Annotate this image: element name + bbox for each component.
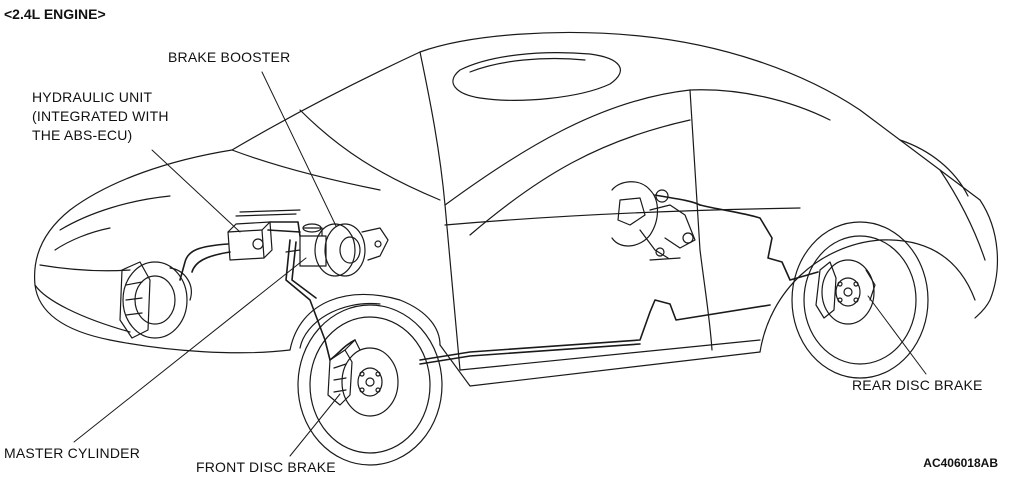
hydraulic-unit-label-line2: (INTEGRATED WITH xyxy=(32,108,169,124)
page-title: <2.4L ENGINE> xyxy=(4,6,106,22)
hydraulic-unit-drawing xyxy=(227,209,301,261)
master-cylinder-label: MASTER CYLINDER xyxy=(4,445,141,461)
front-wheel xyxy=(297,304,443,466)
leader-lines xyxy=(73,71,927,457)
brake-lines xyxy=(179,194,819,365)
rear-disc-brake-drawing xyxy=(815,259,876,325)
figure-id: AC406018AB xyxy=(923,456,998,470)
master-cylinder-drawing xyxy=(285,223,327,267)
hydraulic-unit-label: HYDRAULIC UNIT (INTEGRATED WITH THE ABS-… xyxy=(32,88,169,145)
left-rear-brake-drawing xyxy=(611,181,696,259)
rear-disc-brake-label: REAR DISC BRAKE xyxy=(852,377,983,393)
rear-wheel xyxy=(791,221,929,379)
hydraulic-unit-label-line1: HYDRAULIC UNIT xyxy=(32,89,153,105)
left-front-brake-drawing xyxy=(119,261,192,339)
brake-booster-drawing xyxy=(314,223,389,277)
hydraulic-unit-label-line3: THE ABS-ECU) xyxy=(32,127,133,143)
front-disc-brake-label: FRONT DISC BRAKE xyxy=(196,459,336,475)
car-body-outline xyxy=(33,31,998,387)
brake-booster-label: BRAKE BOOSTER xyxy=(168,49,291,65)
front-disc-brake-drawing xyxy=(327,339,399,417)
